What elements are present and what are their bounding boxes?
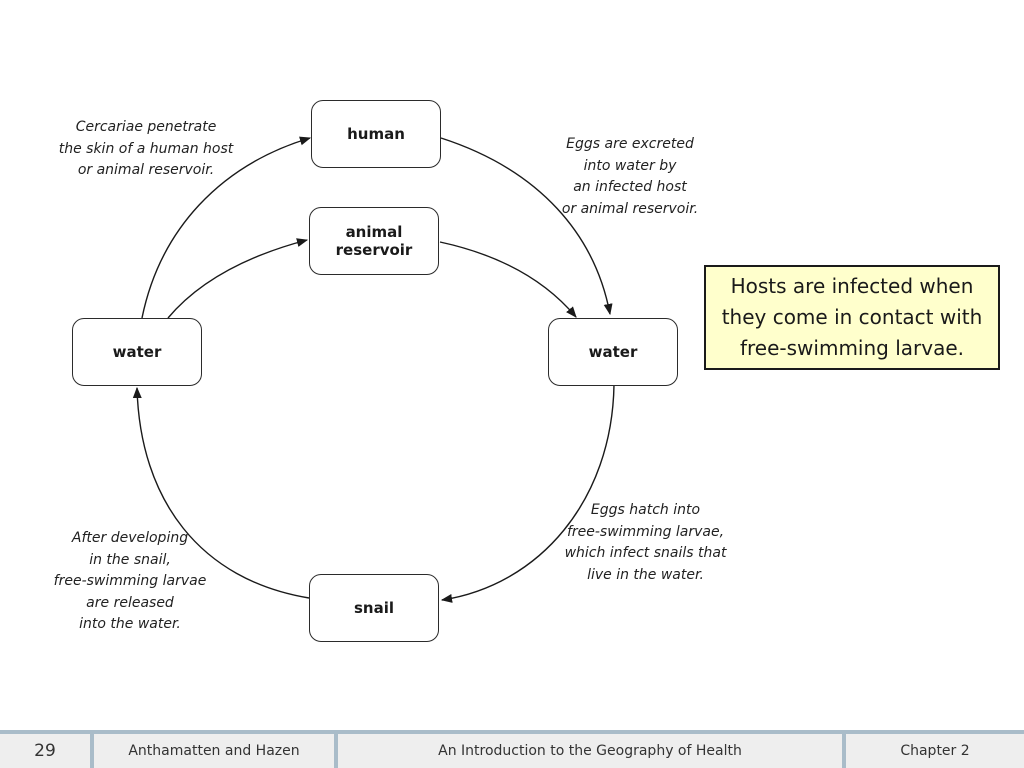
- schistosomiasis-cycle-diagram: human animal reservoir water water snail…: [53, 100, 727, 642]
- footer-divider: [842, 734, 846, 768]
- slide-footer: 29 Anthamatten and Hazen An Introduction…: [0, 730, 1024, 768]
- node-human: human: [311, 100, 441, 168]
- cycle-arrows: [132, 136, 615, 603]
- note-after-developing: After developing in the snail, free-swim…: [53, 530, 207, 632]
- footer-authors: Anthamatten and Hazen: [128, 743, 300, 759]
- callout-box: Hosts are infected when they come in con…: [704, 265, 1000, 370]
- arrow-animal-reservoir-to-water: [439, 241, 577, 318]
- node-water-right: water: [548, 318, 678, 386]
- note-cercariae: Cercariae penetrate the skin of a human …: [58, 119, 234, 178]
- node-water-left: water: [72, 318, 202, 386]
- note-eggs-hatch: Eggs hatch into free-swimming larvae, wh…: [564, 502, 727, 583]
- arrow-human-to-water: [440, 137, 613, 316]
- footer-divider: [334, 734, 338, 768]
- arrow-snail-to-water: [132, 386, 310, 599]
- footer-chapter: Chapter 2: [900, 743, 970, 759]
- arrow-water-to-human: [141, 136, 312, 319]
- page-number: 29: [34, 741, 56, 761]
- note-eggs-excreted: Eggs are excreted into water by an infec…: [561, 136, 699, 217]
- arrow-water-to-snail: [440, 384, 615, 603]
- arrow-water-to-animal-reservoir: [167, 238, 309, 319]
- footer-book-title: An Introduction to the Geography of Heal…: [438, 743, 742, 759]
- footer-divider: [90, 734, 94, 768]
- node-snail: snail: [309, 574, 439, 642]
- node-animal-reservoir: animal reservoir: [309, 207, 439, 275]
